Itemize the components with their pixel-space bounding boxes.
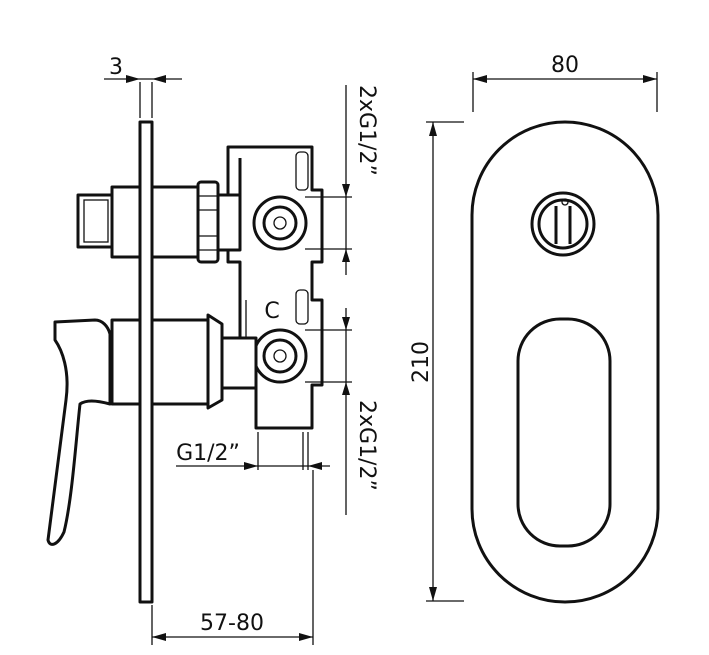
outlet-port-top [252, 195, 308, 251]
front-view: 80 210 [409, 53, 660, 604]
lever-handle [46, 318, 112, 546]
dimension-cover-width: 80 [472, 53, 658, 112]
diverter-knob [530, 191, 596, 257]
inlet-label: G1/2” [176, 441, 240, 466]
plate-thickness-label: 3 [109, 55, 123, 80]
side-view: C 3 [46, 55, 379, 645]
outlet-port-bottom [252, 328, 308, 384]
dimension-outlet-bottom: 2xG1/2” [305, 308, 379, 515]
mounting-plate [138, 120, 154, 604]
outlet-bottom-label: 2xG1/2” [354, 400, 379, 491]
cartridge-housing [110, 313, 258, 410]
handle-recess [516, 317, 612, 548]
dimension-cover-height: 210 [409, 121, 464, 602]
dimension-plate-thickness: 3 [104, 55, 182, 118]
depth-label: 57-80 [200, 611, 264, 636]
dimension-outlet-top: 2xG1/2” [305, 85, 379, 275]
outlet-top-label: 2xG1/2” [354, 85, 379, 176]
dimension-inlet: G1/2” [176, 432, 330, 470]
diverter-spindle [76, 180, 242, 264]
cover-height-label: 210 [409, 341, 434, 383]
dimension-depth: 57-80 [151, 470, 314, 645]
cover-width-label: 80 [551, 53, 579, 78]
cold-symbol-label: C [264, 299, 279, 324]
